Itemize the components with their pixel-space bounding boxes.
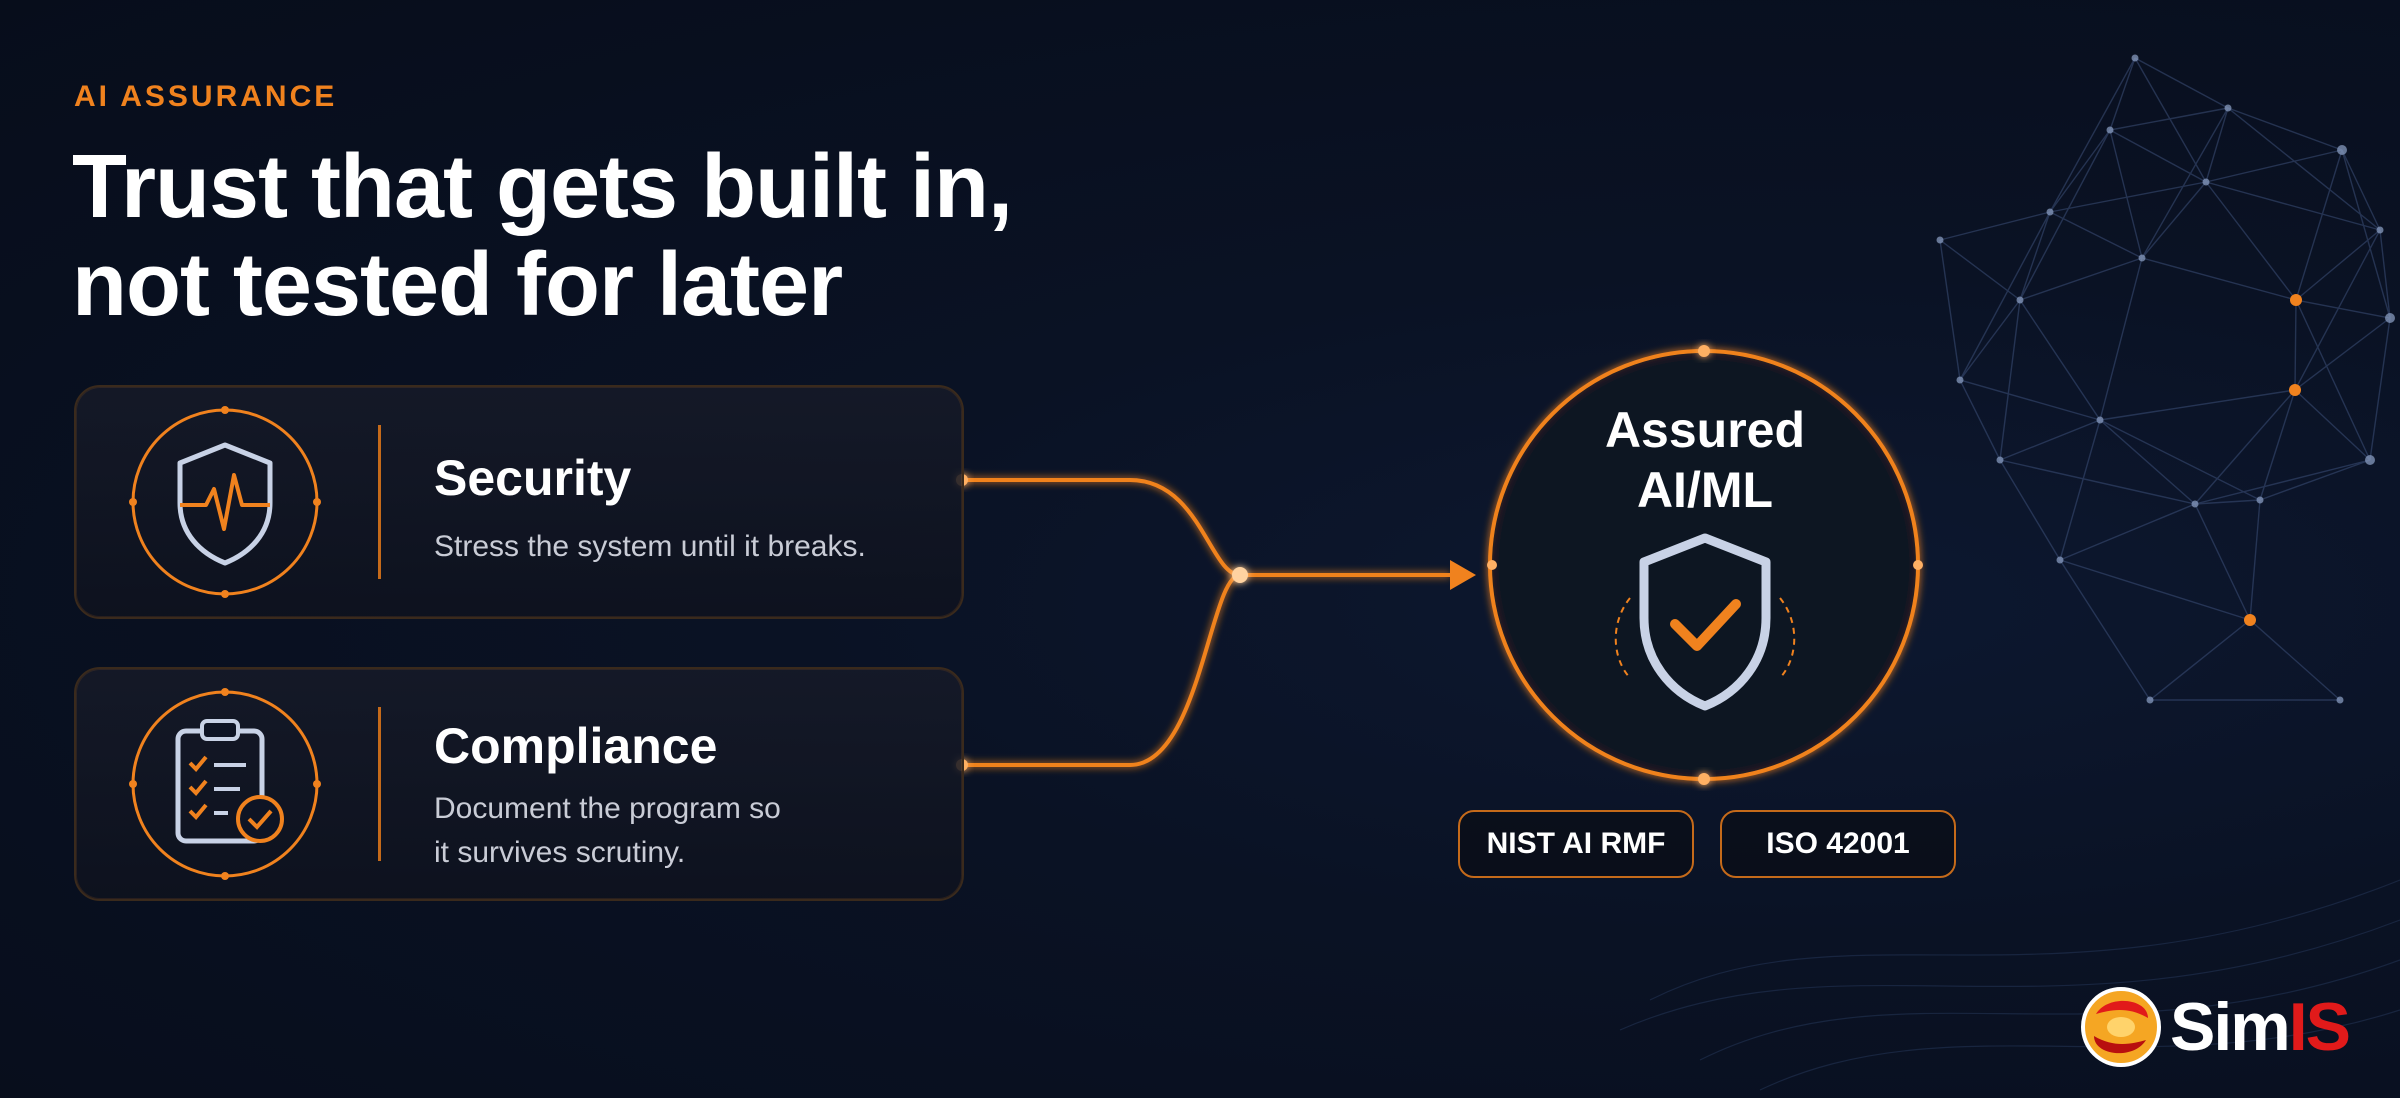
simis-logo-text-is: IS [2288, 989, 2351, 1065]
arrowhead-icon [1450, 560, 1476, 590]
compliance-title: Compliance [434, 718, 718, 774]
compliance-card: Compliance Document the program so it su… [74, 667, 964, 901]
compliance-description: Document the program so it survives scru… [434, 787, 934, 875]
security-card: Security Stress the system until it brea… [74, 385, 964, 619]
page-title-line-2: not tested for later [72, 235, 843, 335]
shield-check-icon [1614, 533, 1796, 711]
assured-circle [1487, 345, 1923, 785]
assured-title-line-1: Assured [1604, 402, 1806, 458]
connector-compliance-line [962, 573, 1241, 767]
shield-pulse-icon [128, 405, 322, 599]
compliance-description-line-2: it survives scrutiny. [434, 836, 686, 869]
simis-logo-mark-icon [2081, 987, 2161, 1067]
assured-title: Assured AI/ML [1520, 400, 1890, 520]
connector-security-line [962, 478, 1241, 577]
security-title: Security [434, 450, 632, 506]
page-title-line-1: Trust that gets built in, [72, 137, 1013, 237]
clipboard-checklist-icon [128, 687, 322, 881]
badge-iso-42001: ISO 42001 [1720, 810, 1956, 878]
assured-title-line-2: AI/ML [1636, 462, 1774, 518]
simis-logo: SimIS [2078, 984, 2351, 1070]
page-title: Trust that gets built in, not tested for… [72, 137, 1013, 335]
security-description: Stress the system until it breaks. [434, 530, 866, 563]
card-divider [378, 707, 381, 861]
simis-logo-text-sim: Sim [2170, 989, 2291, 1065]
card-divider [378, 425, 381, 579]
badge-nist-ai-rmf: NIST AI RMF [1458, 810, 1694, 878]
eyebrow-label: AI ASSURANCE [74, 80, 338, 113]
compliance-description-line-1: Document the program so [434, 792, 781, 825]
simis-logo-text: SimIS [2170, 988, 2351, 1066]
